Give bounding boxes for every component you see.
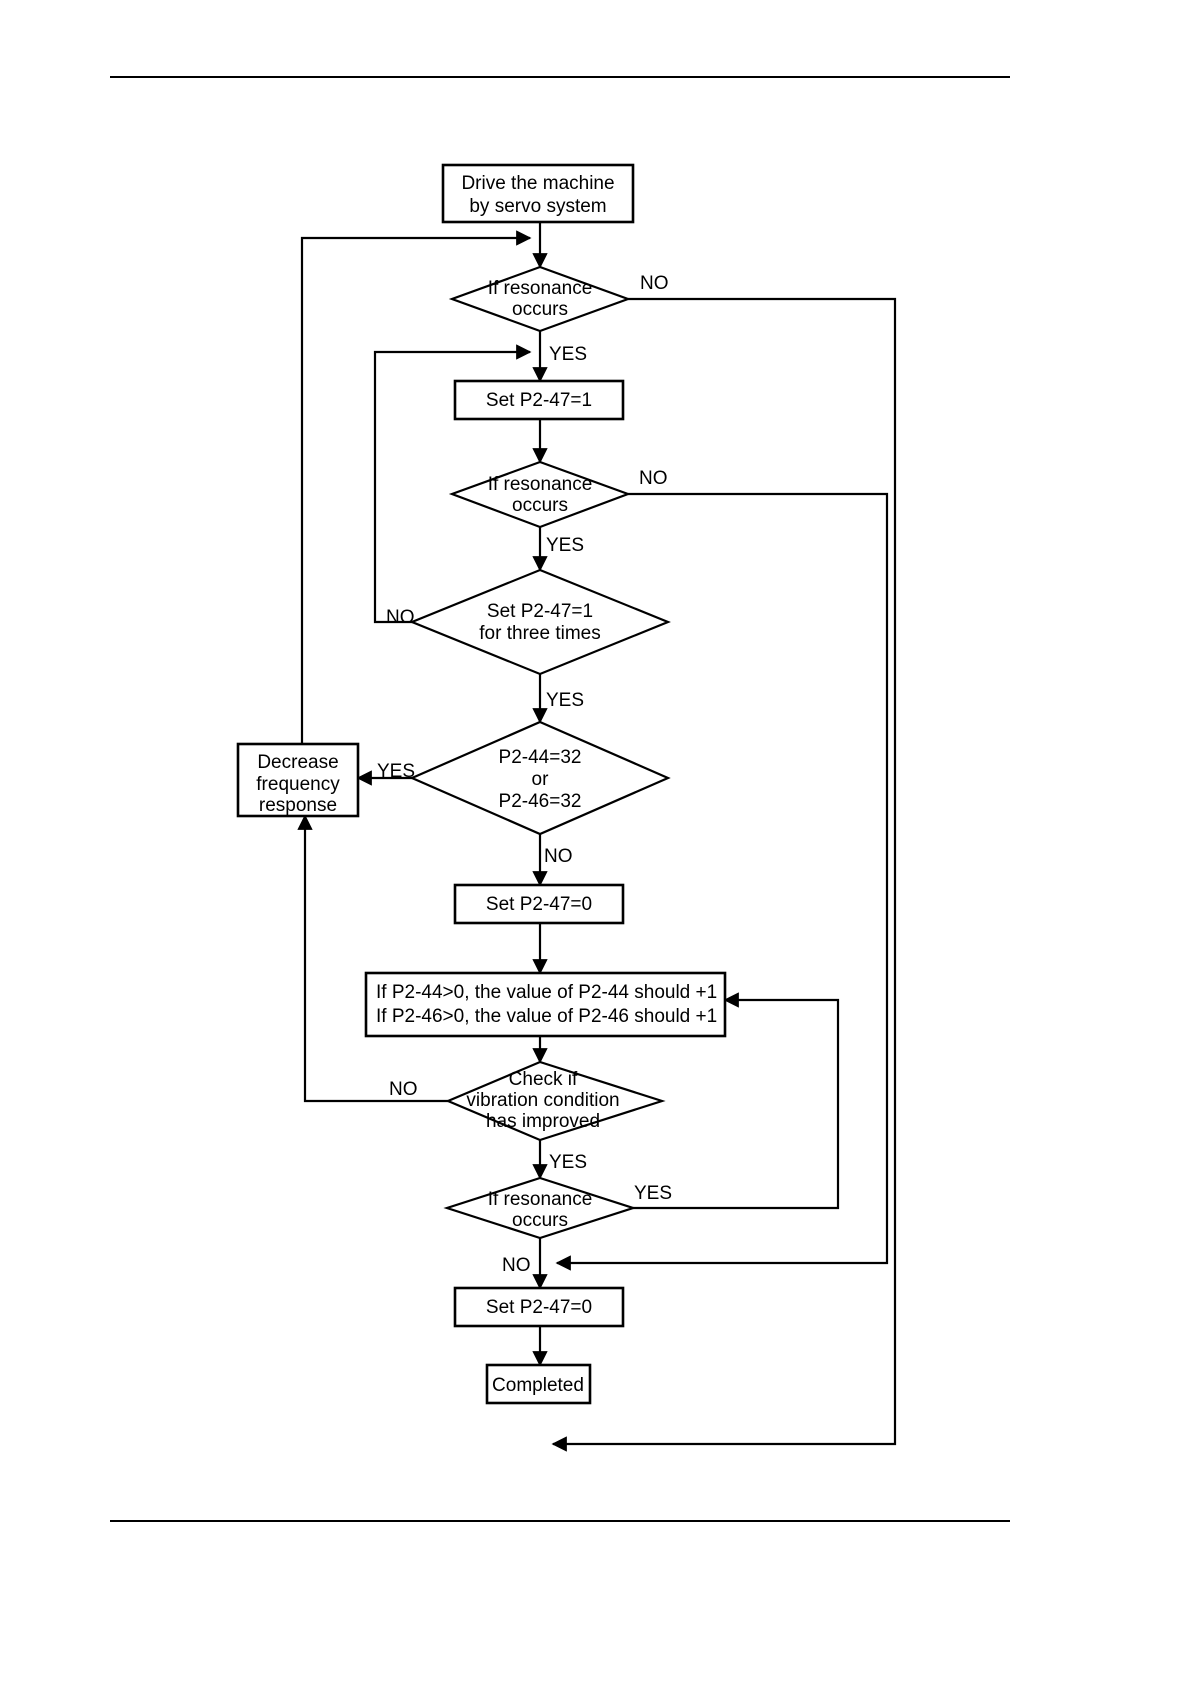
edge-label-yes-4: YES — [377, 761, 415, 782]
node-decrease-frequency-response-line2: frequency — [256, 774, 340, 795]
node-if-resonance-occurs-3-line2: occurs — [512, 1210, 568, 1231]
node-set-p2-47-1-three-times-line2: for three times — [479, 623, 600, 644]
node-or-line: or — [532, 769, 550, 790]
edge-label-no-4: NO — [544, 846, 573, 867]
header-rule — [110, 76, 1010, 78]
edge-label-no-5: NO — [389, 1079, 418, 1100]
edge-label-yes-1: YES — [549, 344, 587, 365]
node-set-p2-47-1-three-times[interactable] — [409, 568, 671, 676]
node-check-vibration-line3: has improved — [486, 1111, 600, 1132]
edge-label-no-6: NO — [502, 1255, 531, 1276]
node-set-p2-47-0-second[interactable] — [453, 1286, 625, 1328]
node-set-p2-47-0-first[interactable] — [453, 883, 625, 925]
node-if-resonance-occurs-1-line2: occurs — [512, 299, 568, 320]
node-p2-44-or-p2-46-equals-32[interactable] — [409, 720, 671, 836]
node-drive-the-machine-line1: Drive the machine — [461, 173, 614, 194]
edge-label-no-2: NO — [639, 468, 668, 489]
edge-n11-yes — [633, 992, 840, 1210]
edge-label-no-1: NO — [640, 273, 669, 294]
edge-label-yes-2: YES — [546, 535, 584, 556]
node-check-vibration-improved[interactable] — [445, 1060, 666, 1142]
node-increment-p2-44-line: If P2-44>0, the value of P2-44 should +1 — [376, 982, 717, 1003]
node-decrease-frequency-response-line1: Decrease — [257, 752, 338, 773]
node-increment-p2-46-line: If P2-46>0, the value of P2-46 should +1 — [376, 1006, 717, 1027]
node-check-vibration-line1: Check if — [509, 1069, 578, 1090]
node-set-p2-47-0-first-label: Set P2-47=0 — [486, 894, 592, 915]
edge-n2-no — [551, 297, 897, 1452]
edge-n4-no — [555, 492, 889, 1271]
node-drive-the-machine[interactable] — [441, 163, 635, 224]
node-if-resonance-occurs-3[interactable] — [443, 1176, 637, 1240]
node-if-resonance-occurs-2-line1: If resonance — [488, 474, 593, 495]
node-set-p2-47-1-label: Set P2-47=1 — [486, 390, 592, 411]
edge-label-yes-6: YES — [634, 1183, 672, 1204]
node-if-resonance-occurs-3-line1: If resonance — [488, 1189, 593, 1210]
node-completed[interactable] — [485, 1363, 592, 1405]
node-if-resonance-occurs-2[interactable] — [448, 460, 632, 529]
node-decrease-frequency-response[interactable] — [236, 742, 360, 818]
node-check-vibration-line2: vibration condition — [466, 1090, 619, 1111]
node-p2-44-32-line: P2-44=32 — [499, 747, 582, 768]
edge-n10-no — [297, 814, 448, 1103]
edge-n5-no — [373, 344, 532, 624]
node-increment-p2-44-p2-46[interactable] — [364, 971, 727, 1038]
node-if-resonance-occurs-2-line2: occurs — [512, 495, 568, 516]
node-set-p2-47-0-second-label: Set P2-47=0 — [486, 1297, 592, 1318]
node-p2-46-32-line: P2-46=32 — [499, 791, 582, 812]
edge-label-no-3: NO — [386, 607, 415, 628]
node-drive-the-machine-line2: by servo system — [469, 196, 606, 217]
node-if-resonance-occurs-1-line1: If resonance — [488, 278, 593, 299]
edge-label-yes-3: YES — [546, 690, 584, 711]
node-set-p2-47-1-three-times-line1: Set P2-47=1 — [487, 601, 593, 622]
node-completed-label: Completed — [492, 1375, 584, 1396]
node-decrease-frequency-response-line3: response — [259, 795, 337, 816]
footer-rule — [110, 1520, 1010, 1522]
edge-label-yes-5: YES — [549, 1152, 587, 1173]
node-set-p2-47-1[interactable] — [453, 379, 625, 421]
node-if-resonance-occurs-1[interactable] — [448, 265, 632, 333]
edge-n7-to-top — [300, 230, 532, 744]
